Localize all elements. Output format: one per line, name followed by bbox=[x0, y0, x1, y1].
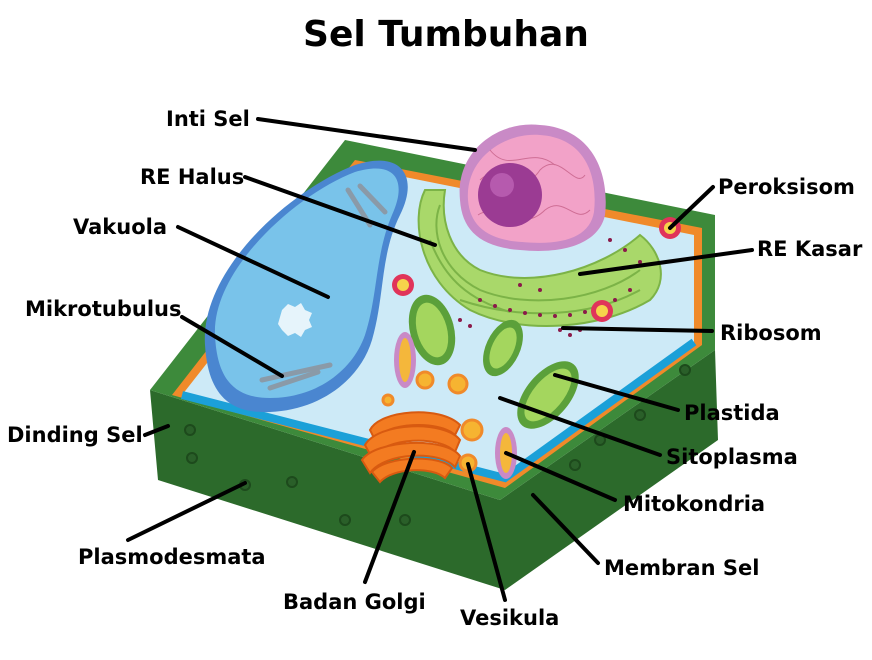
label-dinding-sel: Dinding Sel bbox=[7, 423, 143, 447]
label-sitoplasma: Sitoplasma bbox=[666, 445, 798, 469]
leader-sitoplasma bbox=[498, 396, 662, 457]
leader-lines bbox=[126, 117, 754, 602]
diagram-title: Sel Tumbuhan bbox=[303, 14, 589, 55]
label-re-kasar: RE Kasar bbox=[757, 237, 863, 261]
labels: Inti Sel RE Halus Vakuola Mikrotubulus D… bbox=[7, 107, 863, 630]
label-ribosom: Ribosom bbox=[720, 321, 822, 345]
leader-mitokondria bbox=[504, 451, 617, 502]
vacuole-crystal bbox=[278, 303, 312, 337]
nucleolus bbox=[478, 163, 542, 227]
golgi-body bbox=[360, 411, 462, 484]
leader-re-kasar bbox=[578, 248, 754, 276]
endoplasmic-reticulum bbox=[417, 189, 662, 328]
leader-peroksisom bbox=[668, 185, 715, 230]
vesicles bbox=[381, 370, 484, 473]
vacuole-inner bbox=[214, 168, 399, 398]
cell-illustration bbox=[150, 124, 718, 590]
nucleus bbox=[459, 124, 606, 251]
leader-badan-golgi bbox=[363, 450, 416, 584]
leader-vesikula bbox=[466, 462, 507, 602]
label-re-halus: RE Halus bbox=[140, 165, 244, 189]
label-badan-golgi: Badan Golgi bbox=[283, 590, 426, 614]
cell-wall-front bbox=[150, 350, 718, 590]
label-mikrotubulus: Mikrotubulus bbox=[25, 297, 181, 321]
label-vakuola: Vakuola bbox=[73, 215, 167, 239]
label-vesikula: Vesikula bbox=[460, 606, 559, 630]
leader-re-halus bbox=[243, 175, 437, 247]
label-mitokondria: Mitokondria bbox=[623, 492, 765, 516]
leader-dinding-sel bbox=[143, 424, 170, 437]
leader-inti-sel bbox=[256, 117, 477, 152]
leader-ribosom bbox=[561, 326, 714, 333]
leader-membran-sel bbox=[531, 493, 600, 565]
leader-vakuola bbox=[176, 225, 330, 299]
label-inti-sel: Inti Sel bbox=[166, 107, 250, 131]
label-peroksisom: Peroksisom bbox=[718, 175, 855, 199]
label-plastida: Plastida bbox=[684, 401, 780, 425]
leader-mikrotubulus bbox=[180, 315, 284, 378]
label-plasmodesmata: Plasmodesmata bbox=[78, 545, 266, 569]
leader-plastida bbox=[553, 373, 680, 412]
label-membran-sel: Membran Sel bbox=[604, 556, 759, 580]
leader-plasmodesmata bbox=[126, 481, 247, 542]
